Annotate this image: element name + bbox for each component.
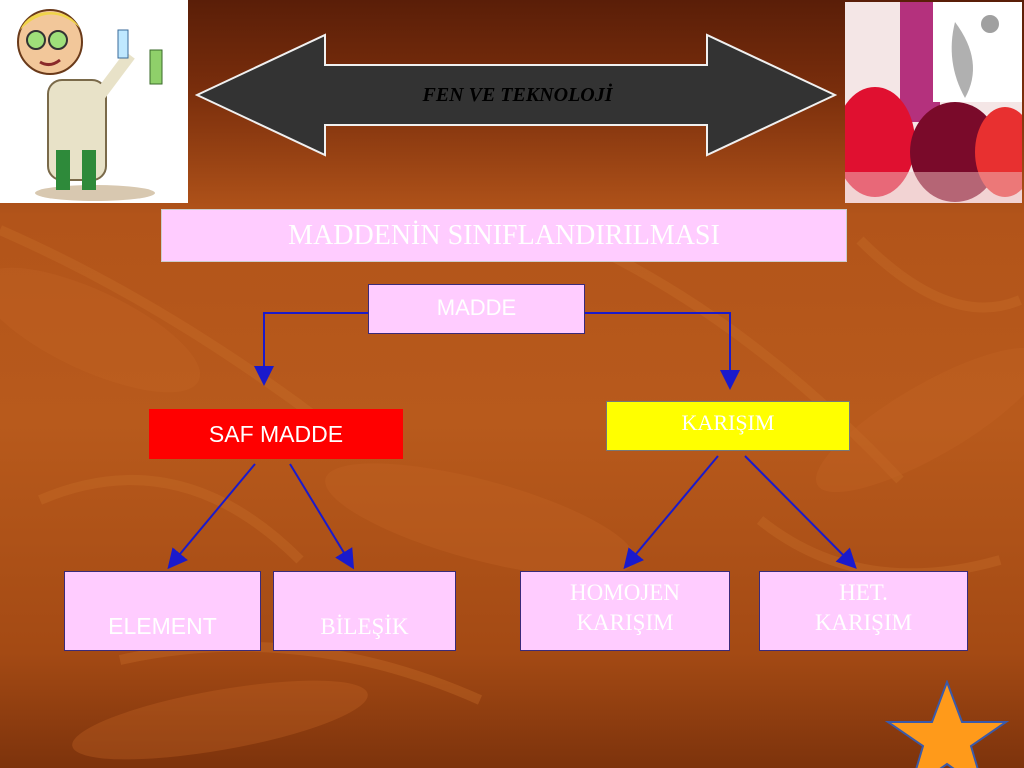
node-bilesik: BİLEŞİK (273, 571, 456, 651)
node-saf-madde: SAF MADDE (149, 409, 403, 459)
star-icon[interactable] (884, 680, 1010, 768)
node-het-karisim: HET. KARIŞIM (759, 571, 968, 651)
page-title: MADDENİN SINIFLANDIRILMASI (161, 209, 847, 262)
double-arrow-banner (195, 33, 837, 157)
node-element: ELEMENT (64, 571, 261, 651)
node-karisim: KARIŞIM (606, 401, 850, 451)
scientist-clipart-icon (0, 0, 188, 203)
node-homojen-karisim: HOMOJEN KARIŞIM (520, 571, 730, 651)
arrow-label: FEN VE TEKNOLOJİ (422, 83, 613, 106)
beakers-photo-icon (835, 2, 1024, 203)
node-madde: MADDE (368, 284, 585, 334)
